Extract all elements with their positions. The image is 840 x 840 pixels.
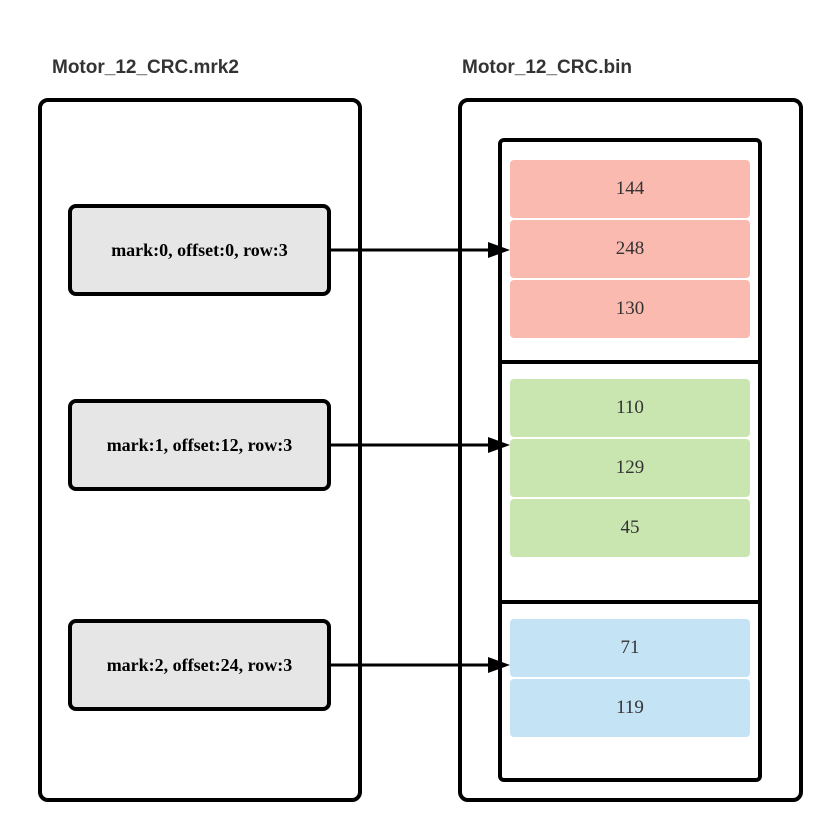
- mrk2-file-title: Motor_12_CRC.mrk2: [52, 57, 239, 78]
- mark-entry-2: mark:2, offset:24, row:3: [68, 619, 331, 711]
- block-0-value-1: 248: [510, 220, 750, 278]
- block-1-value-1: 129: [510, 439, 750, 497]
- mark-entry-1: mark:1, offset:12, row:3: [68, 399, 331, 491]
- mark-entry-0: mark:0, offset:0, row:3: [68, 204, 331, 296]
- block-0-value-0: 144: [510, 160, 750, 218]
- bin-file-title: Motor_12_CRC.bin: [462, 57, 632, 78]
- data-block-0: 144 248 130: [498, 138, 762, 364]
- block-1-value-0: 110: [510, 379, 750, 437]
- data-block-1: 110 129 45: [498, 364, 762, 604]
- block-0-value-2: 130: [510, 280, 750, 338]
- block-2-value-0: 71: [510, 619, 750, 677]
- block-2-value-1: 119: [510, 679, 750, 737]
- block-1-value-2: 45: [510, 499, 750, 557]
- data-block-2: 71 119: [498, 604, 762, 782]
- arrow-mark-1: [331, 437, 510, 453]
- arrow-mark-2: [331, 657, 510, 673]
- arrow-mark-0: [331, 242, 510, 258]
